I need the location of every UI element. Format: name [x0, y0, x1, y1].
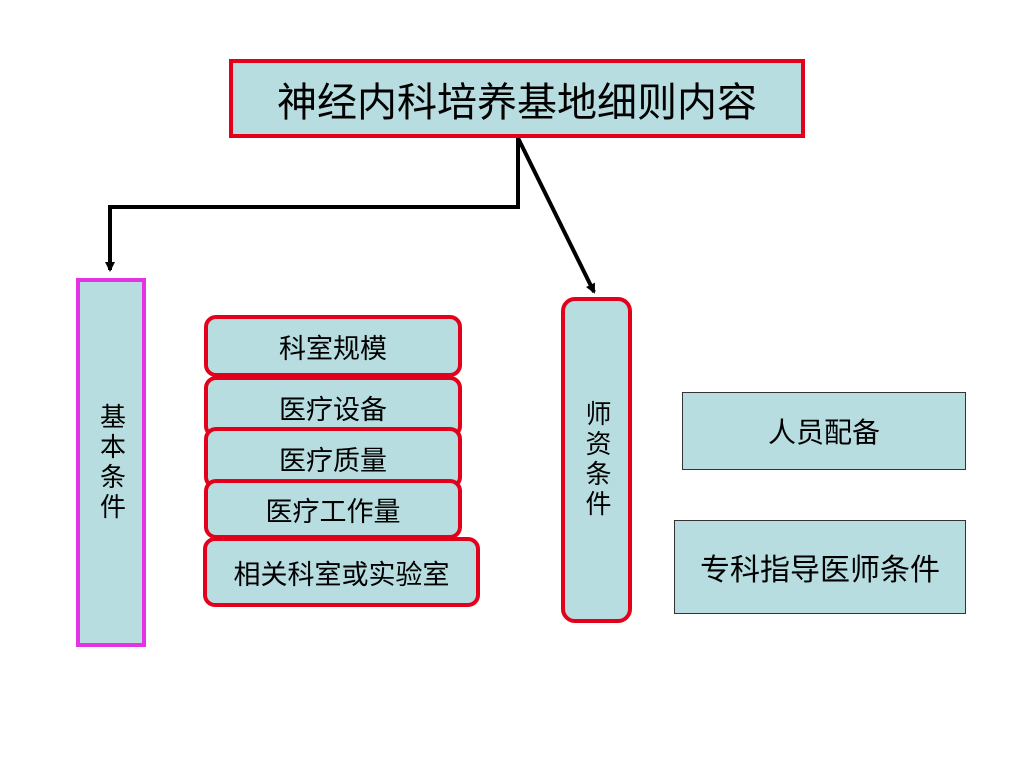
arrow-to-teacher-conditions — [516, 137, 596, 294]
teacher-conditions-box: 师资条件 — [561, 297, 632, 623]
teacher-item-label: 人员配备 — [767, 416, 880, 449]
teacher-item-label: 专科指导医师条件 — [700, 553, 940, 588]
basic-conditions-box: 基本条件 — [76, 278, 146, 647]
diagram-title-box: 神经内科培养基地细则内容 — [229, 59, 805, 138]
medical-workload-box: 医疗工作量 — [204, 479, 462, 539]
arrow-to-basic-conditions — [105, 138, 520, 272]
basic-item-label: 医疗设备 — [279, 394, 387, 426]
basic-item-label: 相关科室或实验室 — [233, 559, 450, 591]
supervisor-requirements-box: 专科指导医师条件 — [674, 520, 966, 614]
basic-conditions-label: 基本条件 — [95, 402, 126, 523]
basic-item-label: 科室规模 — [279, 333, 387, 365]
diagram-title: 神经内科培养基地细则内容 — [277, 79, 757, 126]
staffing-box: 人员配备 — [682, 392, 966, 470]
basic-item-label: 医疗质量 — [279, 445, 387, 477]
teacher-conditions-label: 师资条件 — [581, 400, 611, 520]
department-scale-box: 科室规模 — [204, 315, 462, 377]
related-departments-box: 相关科室或实验室 — [203, 537, 480, 607]
basic-item-label: 医疗工作量 — [265, 496, 401, 528]
